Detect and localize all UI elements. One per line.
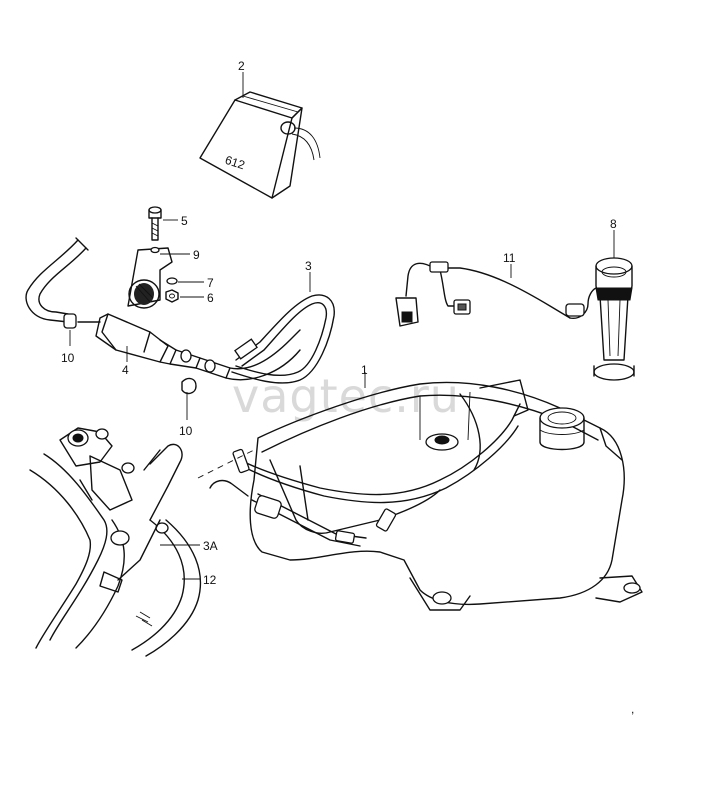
part-3a-12-filler-neck-detail <box>29 427 202 657</box>
callout-6: 6 <box>207 291 214 305</box>
part-1-fuel-tank <box>209 379 643 611</box>
part-5-screw <box>148 206 162 241</box>
callout-1: 1 <box>361 363 368 377</box>
callout-10-upper: 10 <box>61 351 75 365</box>
callout-3: 3 <box>305 259 312 273</box>
callout-7: 7 <box>207 276 214 290</box>
part-9-bracket <box>127 246 173 309</box>
part-6-nut <box>165 289 179 303</box>
callout-3a: 3A <box>203 539 218 553</box>
callouts: 2 3 1 4 5 9 7 6 10 10 11 8 3A 12 <box>61 59 617 587</box>
part-7-washer <box>166 277 178 285</box>
callout-10-lower: 10 <box>179 424 193 438</box>
part-4-fuel-filter <box>25 237 301 395</box>
callout-11: 11 <box>503 251 516 265</box>
part-2-canister: 612 <box>199 91 321 199</box>
canister-marking: 612 <box>223 153 247 173</box>
callout-4: 4 <box>122 363 129 377</box>
callout-8: 8 <box>610 217 617 231</box>
callout-2: 2 <box>238 59 245 73</box>
part-11-wiring-harness <box>395 261 597 327</box>
callout-9: 9 <box>193 248 200 262</box>
part-8-sender <box>593 257 635 381</box>
callout-5: 5 <box>181 214 188 228</box>
part-3-fuel-line <box>231 294 335 384</box>
leader-lines <box>69 72 615 580</box>
corner-mark: , <box>631 702 634 716</box>
callout-12: 12 <box>203 573 217 587</box>
